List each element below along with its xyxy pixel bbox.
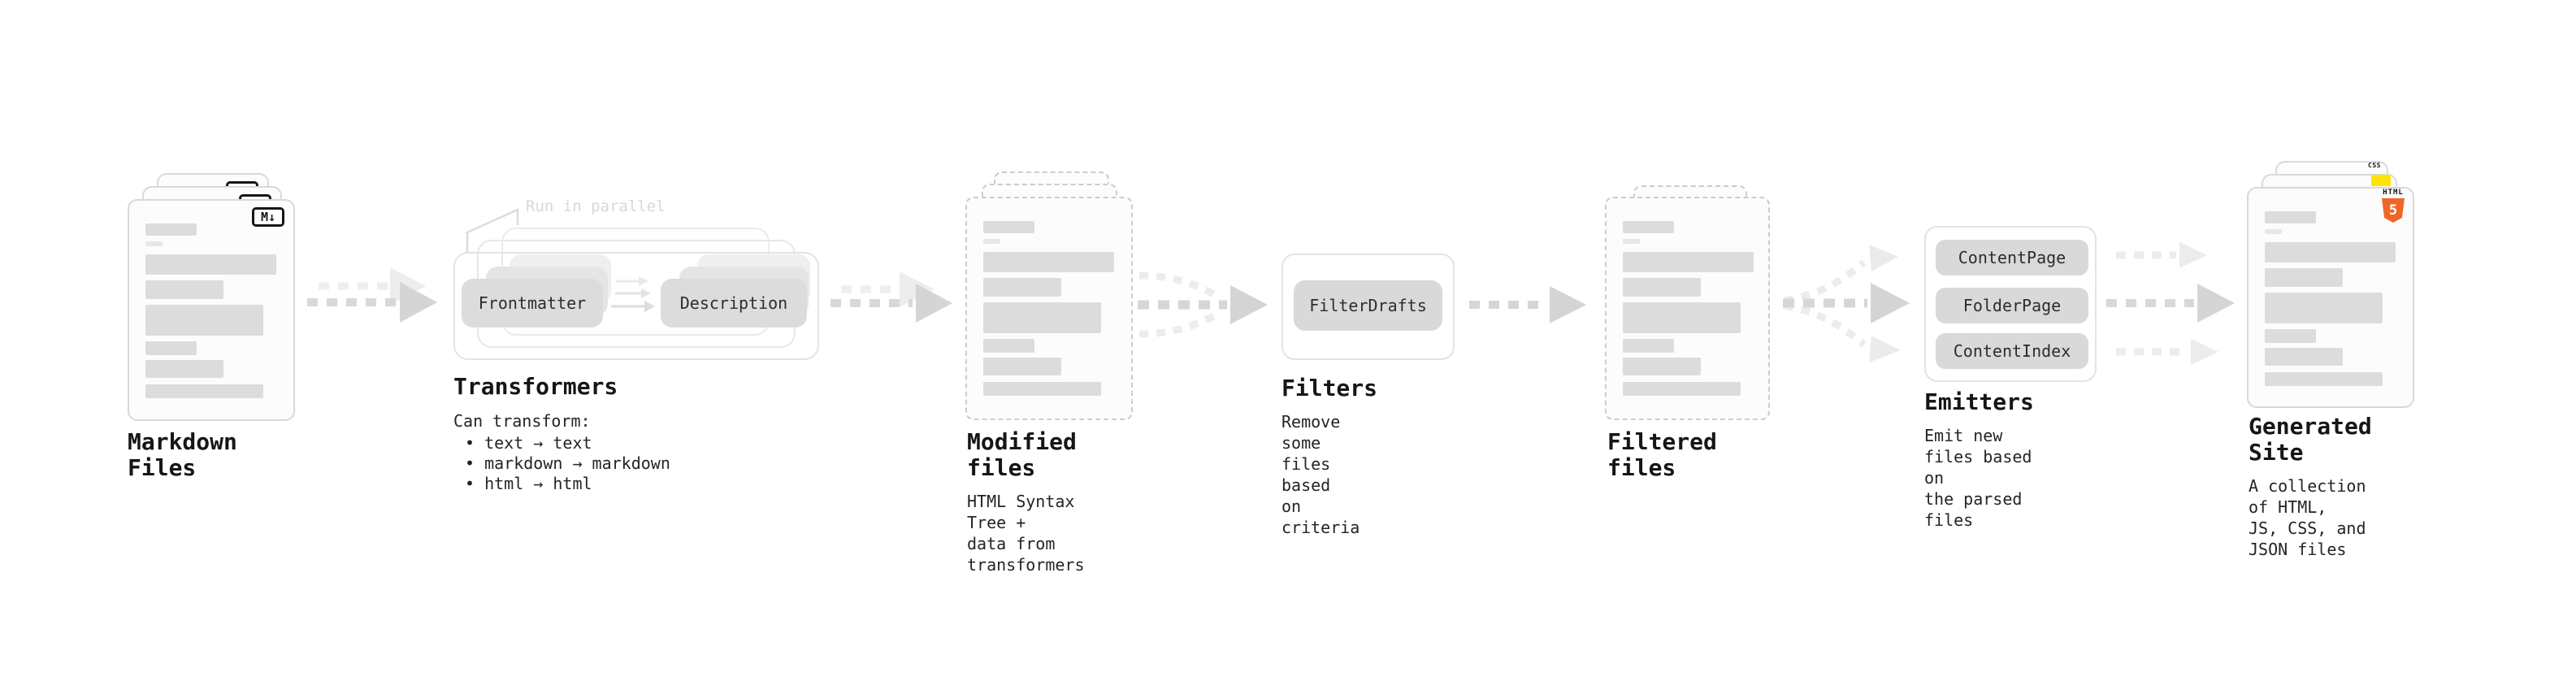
filters-panel: FilterDrafts xyxy=(1281,254,1455,360)
js-file-icon xyxy=(2371,175,2391,186)
arrow-filtered-to-emitters xyxy=(1783,245,1910,362)
arrow-modified-to-filters xyxy=(1138,271,1268,338)
modified-file-front xyxy=(965,197,1133,420)
filtered-file-front xyxy=(1605,197,1770,420)
emitters-label: Emitters xyxy=(1924,388,2034,415)
markdown-icon: M↓ xyxy=(252,207,284,227)
html5-badge-five: 5 xyxy=(2388,202,2398,219)
transformers-bullets: • text → text • markdown → markdown • ht… xyxy=(453,433,670,494)
filterdrafts-pill: FilterDrafts xyxy=(1294,280,1442,331)
arrow-filters-to-filtered xyxy=(1469,286,1586,323)
css-file-icon: CSS xyxy=(2365,163,2384,169)
site-file-html xyxy=(2247,187,2414,408)
contentpage-pill: ContentPage xyxy=(1936,240,2088,275)
html5-badge-text: HTML xyxy=(2383,189,2404,197)
arrow-frontmatter-to-description xyxy=(611,276,655,312)
transformers-label: Transformers xyxy=(453,373,618,400)
folderpage-pill: FolderPage xyxy=(1936,288,2088,323)
bullet-item: • markdown → markdown xyxy=(465,453,670,473)
markdown-files-label: Markdown Files xyxy=(128,428,237,481)
description-pill: Description xyxy=(661,279,807,327)
arrow-emitters-to-site xyxy=(2106,242,2235,365)
filtered-files-label: Filtered files xyxy=(1607,428,1717,481)
arrow-transformers-to-modified xyxy=(830,271,952,323)
filters-label: Filters xyxy=(1281,375,1378,401)
transformers-desc-title: Can transform: xyxy=(453,411,591,431)
generated-site-desc: A collection of HTML, JS, CSS, and JSON … xyxy=(2249,476,2366,559)
css-badge-text: CSS xyxy=(2368,162,2381,169)
contentindex-pill: ContentIndex xyxy=(1936,333,2088,369)
arrow-markdown-to-transformers xyxy=(307,267,437,323)
html5-icon: HTML 5 xyxy=(2379,189,2407,223)
run-in-parallel-label: Run in parallel xyxy=(526,197,666,215)
frontmatter-pill: Frontmatter xyxy=(462,279,603,327)
bullet-item: • text → text xyxy=(465,433,592,453)
modified-files-label: Modified files xyxy=(967,428,1077,481)
emitters-desc: Emit new files based on the parsed files xyxy=(1924,426,2032,530)
filters-desc: Remove some files based on criteria xyxy=(1281,412,1360,537)
markdown-file-front: M↓ xyxy=(128,199,295,421)
emitters-panel: ContentPage FolderPage ContentIndex xyxy=(1924,226,2097,382)
run-in-parallel-connector xyxy=(466,208,519,254)
bullet-item: • html → html xyxy=(465,474,592,493)
modified-files-desc: HTML Syntax Tree + data from transformer… xyxy=(967,492,1085,575)
generated-site-label: Generated Site xyxy=(2249,413,2372,466)
transformer-box-front xyxy=(453,252,819,360)
